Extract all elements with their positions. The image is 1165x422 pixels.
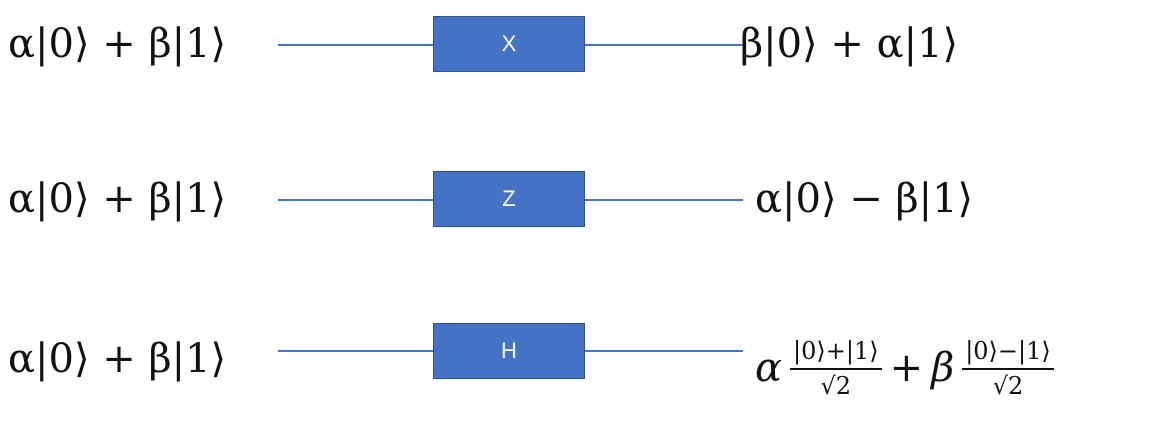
x-gate-input-wire <box>278 44 434 46</box>
h-output-fraction-minus: |0⟩−|1⟩ √2 <box>962 337 1054 400</box>
x-gate-row: α|0⟩ + β|1⟩ X β|0⟩ + α|1⟩ <box>0 0 1165 90</box>
z-gate-input-wire <box>278 199 434 201</box>
h-output-coef-beta: β <box>931 345 955 391</box>
x-gate-label: X <box>501 31 517 56</box>
h-gate-label: H <box>501 338 517 363</box>
z-gate-input-state: α|0⟩ + β|1⟩ <box>8 176 227 222</box>
z-gate-label: Z <box>502 186 516 211</box>
z-gate-box: Z <box>433 171 585 227</box>
z-gate-output-state: α|0⟩ − β|1⟩ <box>755 176 974 222</box>
h-gate-output-wire <box>585 350 743 352</box>
z-gate-output-wire <box>585 199 743 201</box>
h-output-denominator-plus: √2 <box>820 371 852 400</box>
h-gate-input-state: α|0⟩ + β|1⟩ <box>8 336 227 382</box>
x-gate-output-wire <box>585 44 743 46</box>
x-gate-output-state: β|0⟩ + α|1⟩ <box>740 21 959 67</box>
h-output-operator: + <box>889 345 924 391</box>
h-output-numerator-plus: |0⟩+|1⟩ <box>790 337 882 370</box>
h-gate-row: α|0⟩ + β|1⟩ H α |0⟩+|1⟩ √2 + β |0⟩−|1⟩ √… <box>0 305 1165 415</box>
h-gate-box: H <box>433 323 585 379</box>
x-gate-input-state: α|0⟩ + β|1⟩ <box>8 21 227 67</box>
h-output-coef-alpha: α <box>755 345 783 391</box>
h-output-numerator-minus: |0⟩−|1⟩ <box>962 337 1054 370</box>
h-output-fraction-plus: |0⟩+|1⟩ √2 <box>790 337 882 400</box>
h-gate-input-wire <box>278 350 434 352</box>
z-gate-row: α|0⟩ + β|1⟩ Z α|0⟩ − β|1⟩ <box>0 155 1165 245</box>
h-output-denominator-minus: √2 <box>992 371 1024 400</box>
h-gate-output-state: α |0⟩+|1⟩ √2 + β |0⟩−|1⟩ √2 <box>755 323 1054 413</box>
x-gate-box: X <box>433 16 585 72</box>
